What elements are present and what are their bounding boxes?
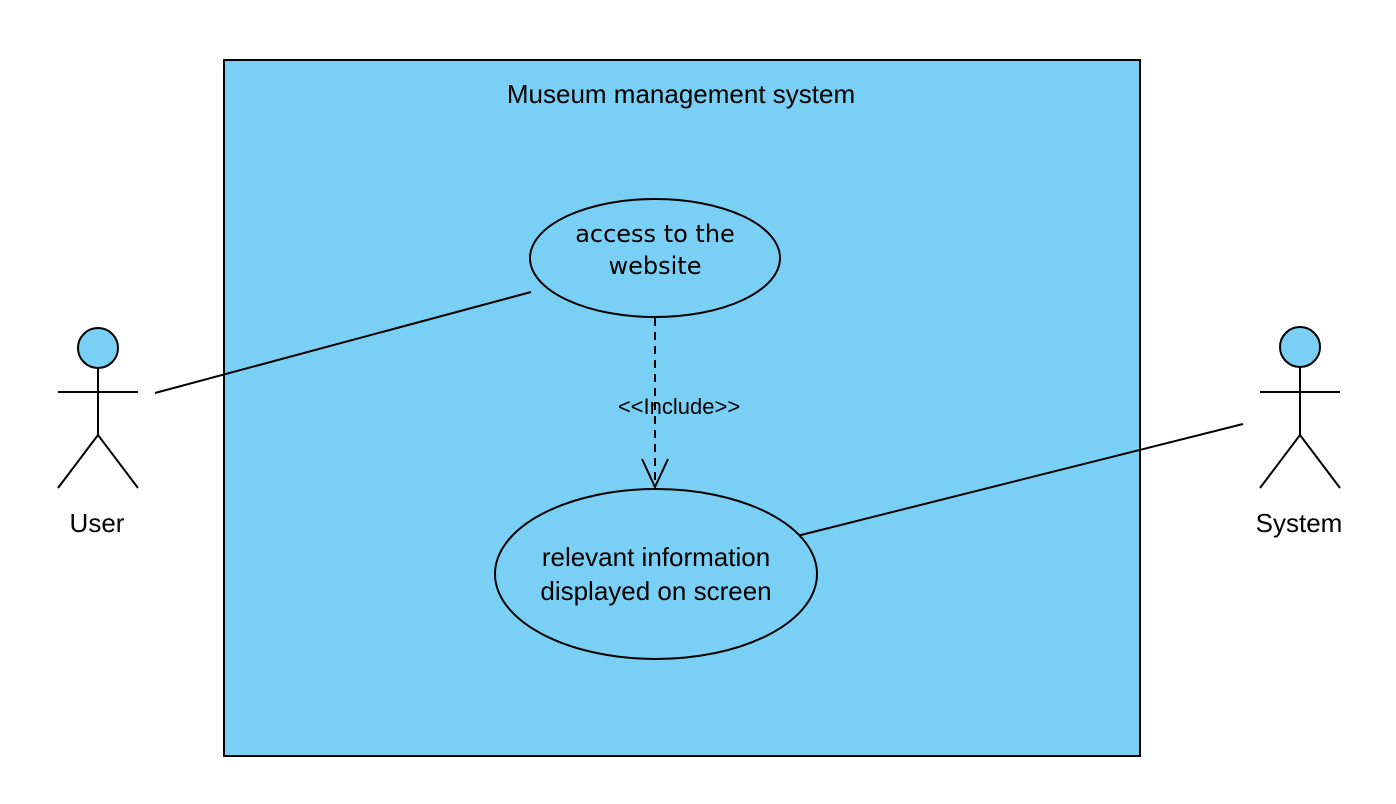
stick-figure-icon bbox=[1259, 326, 1341, 489]
association-system-info[interactable] bbox=[796, 423, 1244, 537]
use-case-ellipse bbox=[494, 488, 818, 660]
use-case-label-line-1: access to the bbox=[575, 220, 735, 248]
use-case-label-line-1: relevant information bbox=[542, 542, 770, 572]
use-case-ellipse bbox=[529, 198, 781, 318]
actor-user[interactable]: User bbox=[57, 327, 139, 538]
actor-label: System bbox=[1256, 508, 1343, 538]
use-case-label-line-2: website bbox=[609, 252, 702, 280]
stick-figure-icon bbox=[57, 327, 139, 489]
include-arrowhead-icon bbox=[641, 458, 669, 490]
include-stereotype-label: <<Include>> bbox=[618, 394, 740, 419]
actor-label: User bbox=[70, 508, 125, 538]
actor-system[interactable]: System bbox=[1256, 326, 1343, 538]
system-boundary-title: Museum management system bbox=[507, 79, 855, 109]
use-case-relevant-information[interactable]: relevant information displayed on screen bbox=[494, 488, 818, 660]
use-case-access-website[interactable]: access to the website bbox=[529, 198, 781, 318]
association-user-access[interactable] bbox=[154, 291, 532, 394]
use-case-label-line-2: displayed on screen bbox=[540, 576, 771, 606]
